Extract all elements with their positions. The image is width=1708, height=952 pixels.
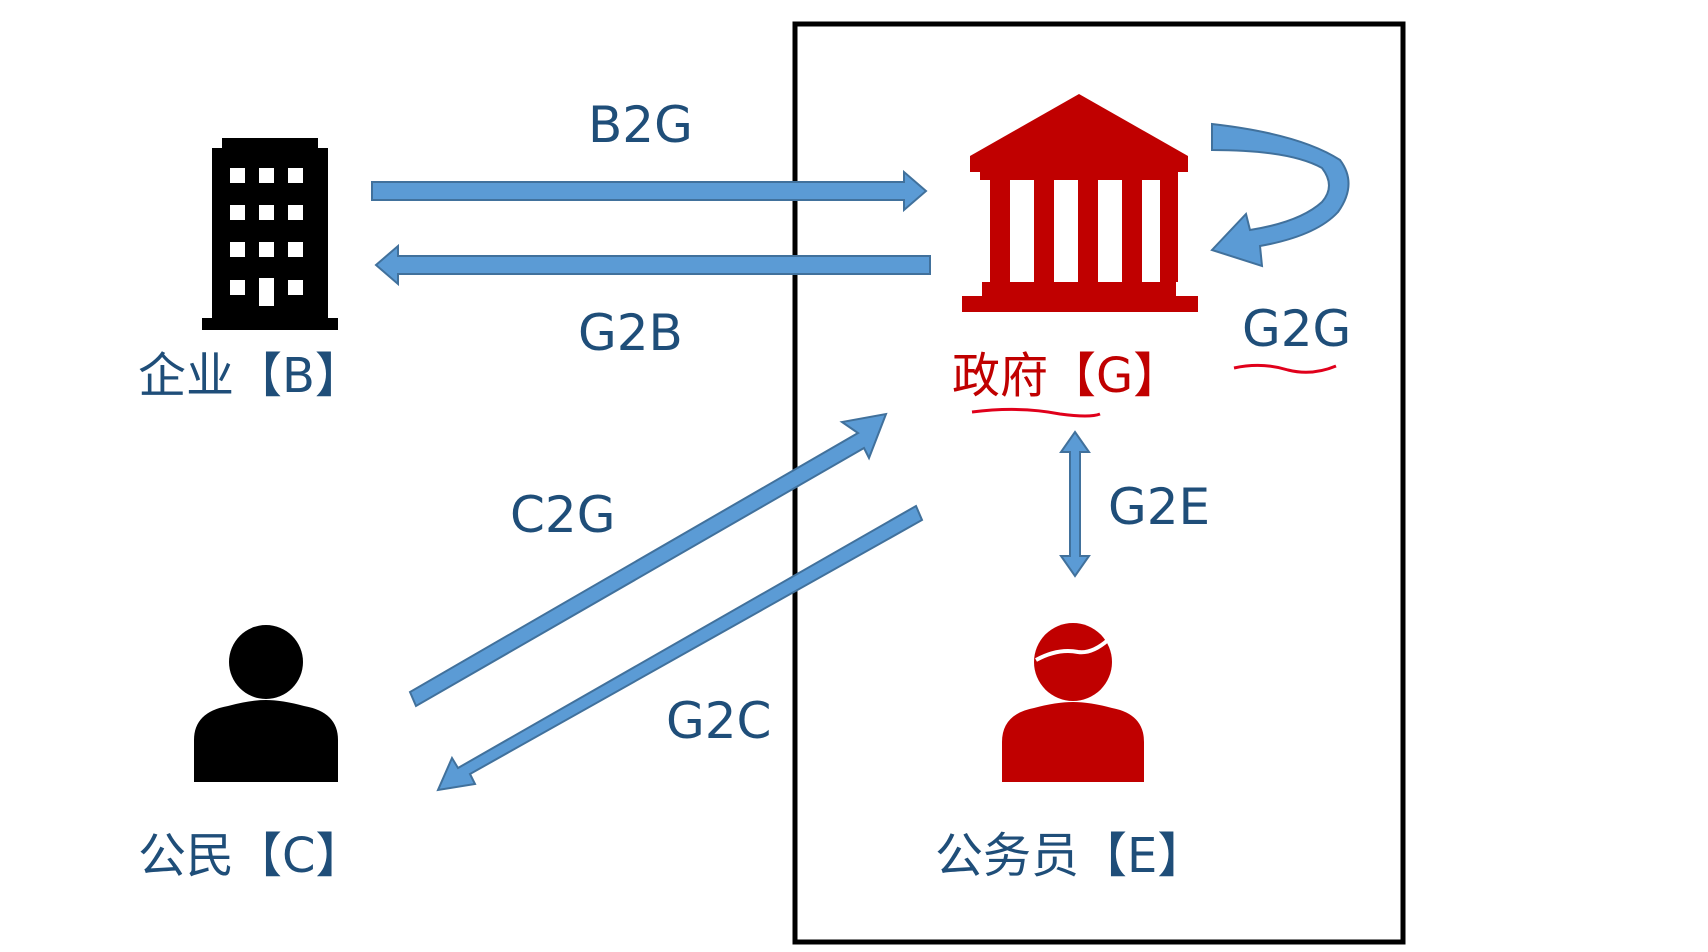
b2g-label: B2G xyxy=(588,96,693,154)
g2c-arrow xyxy=(436,504,924,792)
government-building-icon xyxy=(962,94,1198,312)
g2b-arrow xyxy=(374,243,931,287)
civil-servant-label: 公务员【E】 xyxy=(935,828,1206,884)
g2g-label: G2G xyxy=(1242,300,1352,358)
g2c-label: G2C xyxy=(666,692,772,750)
civil-servant-icon xyxy=(1002,623,1144,782)
office-building-icon xyxy=(202,138,338,330)
g2e-arrow xyxy=(1059,430,1091,578)
g2b-label: G2B xyxy=(578,304,683,362)
c2g-label: C2G xyxy=(510,486,616,544)
person-icon xyxy=(194,625,338,782)
g2e-label: G2E xyxy=(1108,478,1211,536)
business-label: 企业【B】 xyxy=(138,348,363,404)
government-underline xyxy=(971,407,1101,418)
g2g-underline xyxy=(1233,363,1337,374)
citizen-label: 公民【C】 xyxy=(138,828,364,884)
c2g-arrow xyxy=(408,412,888,708)
g2g-arrow xyxy=(1210,122,1350,268)
government-label: 政府【G】 xyxy=(952,348,1182,404)
b2g-arrow xyxy=(371,169,928,213)
